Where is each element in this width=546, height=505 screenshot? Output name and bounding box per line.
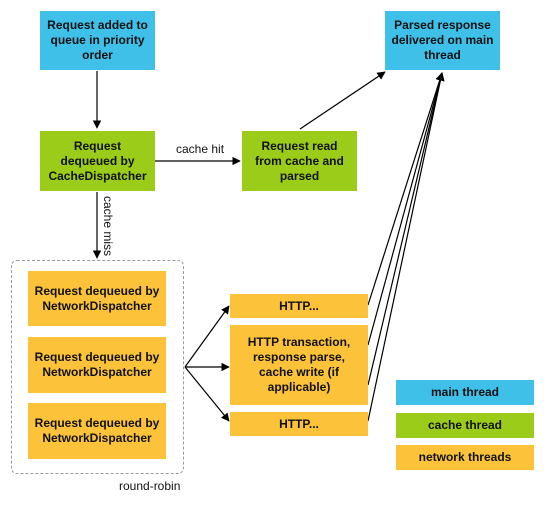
node-read-cache: Request read from cache and parsed [242, 131, 357, 191]
arrow-http-main-to-delivered [367, 72, 445, 346]
label-cache-hit: cache hit [176, 142, 225, 156]
arrow-fan-bottom [184, 366, 230, 422]
legend-cache-thread: cache thread [396, 413, 534, 438]
arrow-http-main2-to-delivered [367, 72, 445, 386]
node-dequeued-cache: Request dequeued by CacheDispatcher [40, 131, 155, 191]
node-http-main: HTTP transaction, response parse, cache … [230, 325, 368, 405]
label-cache-miss: cache miss [101, 195, 116, 257]
node-http-top: HTTP... [230, 294, 368, 318]
legend-main-thread: main thread [396, 380, 534, 405]
node-http-bottom: HTTP... [230, 412, 368, 436]
arrow-fan-top [184, 305, 230, 368]
arrow-read-to-delivered [299, 71, 386, 130]
node-request-added: Request added to queue in priority order [40, 11, 155, 70]
arrow-http-bottom-to-delivered [367, 72, 445, 422]
node-network-dispatcher-3: Request dequeued by NetworkDispatcher [28, 403, 166, 459]
node-parsed-delivered: Parsed response delivered on main thread [385, 11, 500, 70]
node-network-dispatcher-2: Request dequeued by NetworkDispatcher [28, 337, 166, 393]
node-network-dispatcher-1: Request dequeued by NetworkDispatcher [28, 271, 166, 326]
network-dispatcher-group [11, 260, 184, 474]
label-round-robin: round-robin [119, 479, 181, 493]
legend-network-threads: network threads [396, 445, 534, 470]
arrow-http-top-to-delivered [367, 72, 444, 306]
